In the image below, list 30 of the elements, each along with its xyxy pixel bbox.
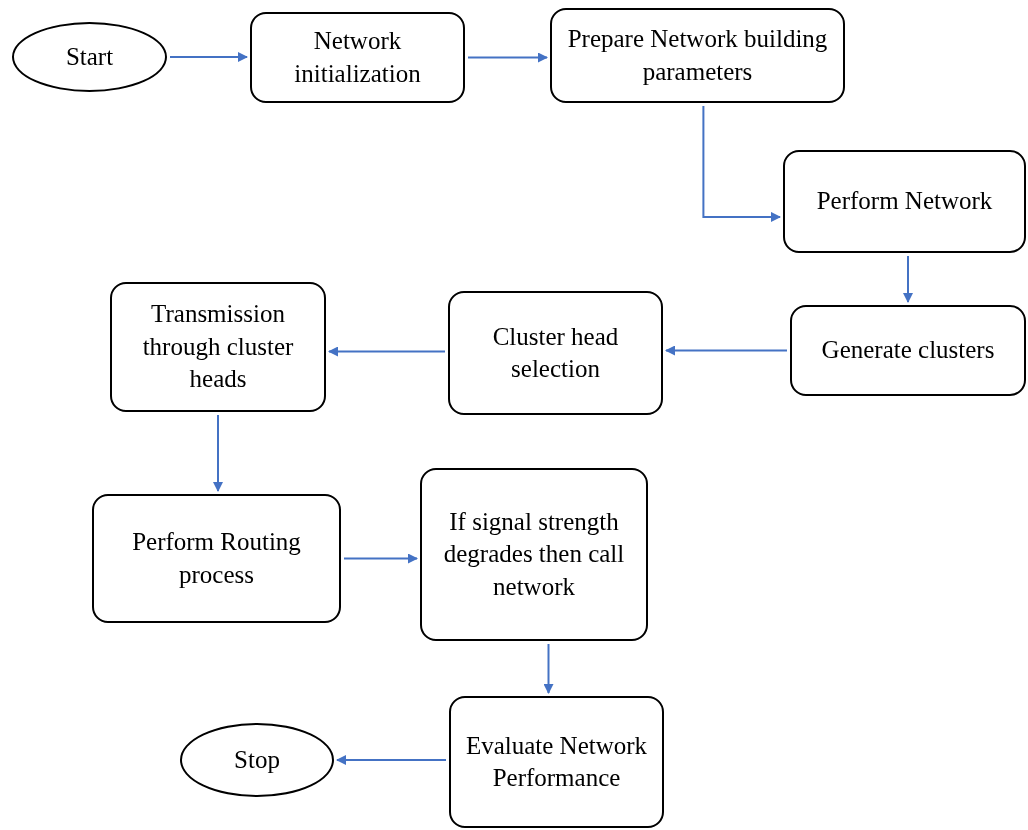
arrow [169,52,248,62]
node-label: Prepare Network building parameters [566,24,829,87]
process-box [420,468,648,641]
process-box [790,305,1026,396]
arrow [336,755,447,765]
node-label: Perform Routing process [131,527,302,590]
arrow [213,414,223,492]
process-box [783,150,1026,253]
arrow [665,345,788,356]
node-label: Perform Network [816,186,993,217]
node-label: If signal strength degrades then call network [442,506,626,602]
node-label: Start [65,41,114,72]
node-label: Transmission through cluster heads [141,299,295,395]
process-box [448,291,663,415]
node-label: Cluster head selection [491,321,620,384]
node-label: Generate clusters [821,335,995,366]
node-label: Network initialization [293,26,422,89]
process-box [250,12,465,103]
arrow [343,553,418,564]
arrow [328,346,446,357]
node-label: Stop [234,744,280,775]
process-box [550,8,845,103]
arrow [702,105,781,222]
arrow [903,255,913,303]
process-box [92,494,341,623]
arrow [543,643,554,694]
node-label: Evaluate Network Performance [464,730,649,793]
process-box [110,282,326,412]
process-box [449,696,664,828]
arrow [467,52,548,63]
